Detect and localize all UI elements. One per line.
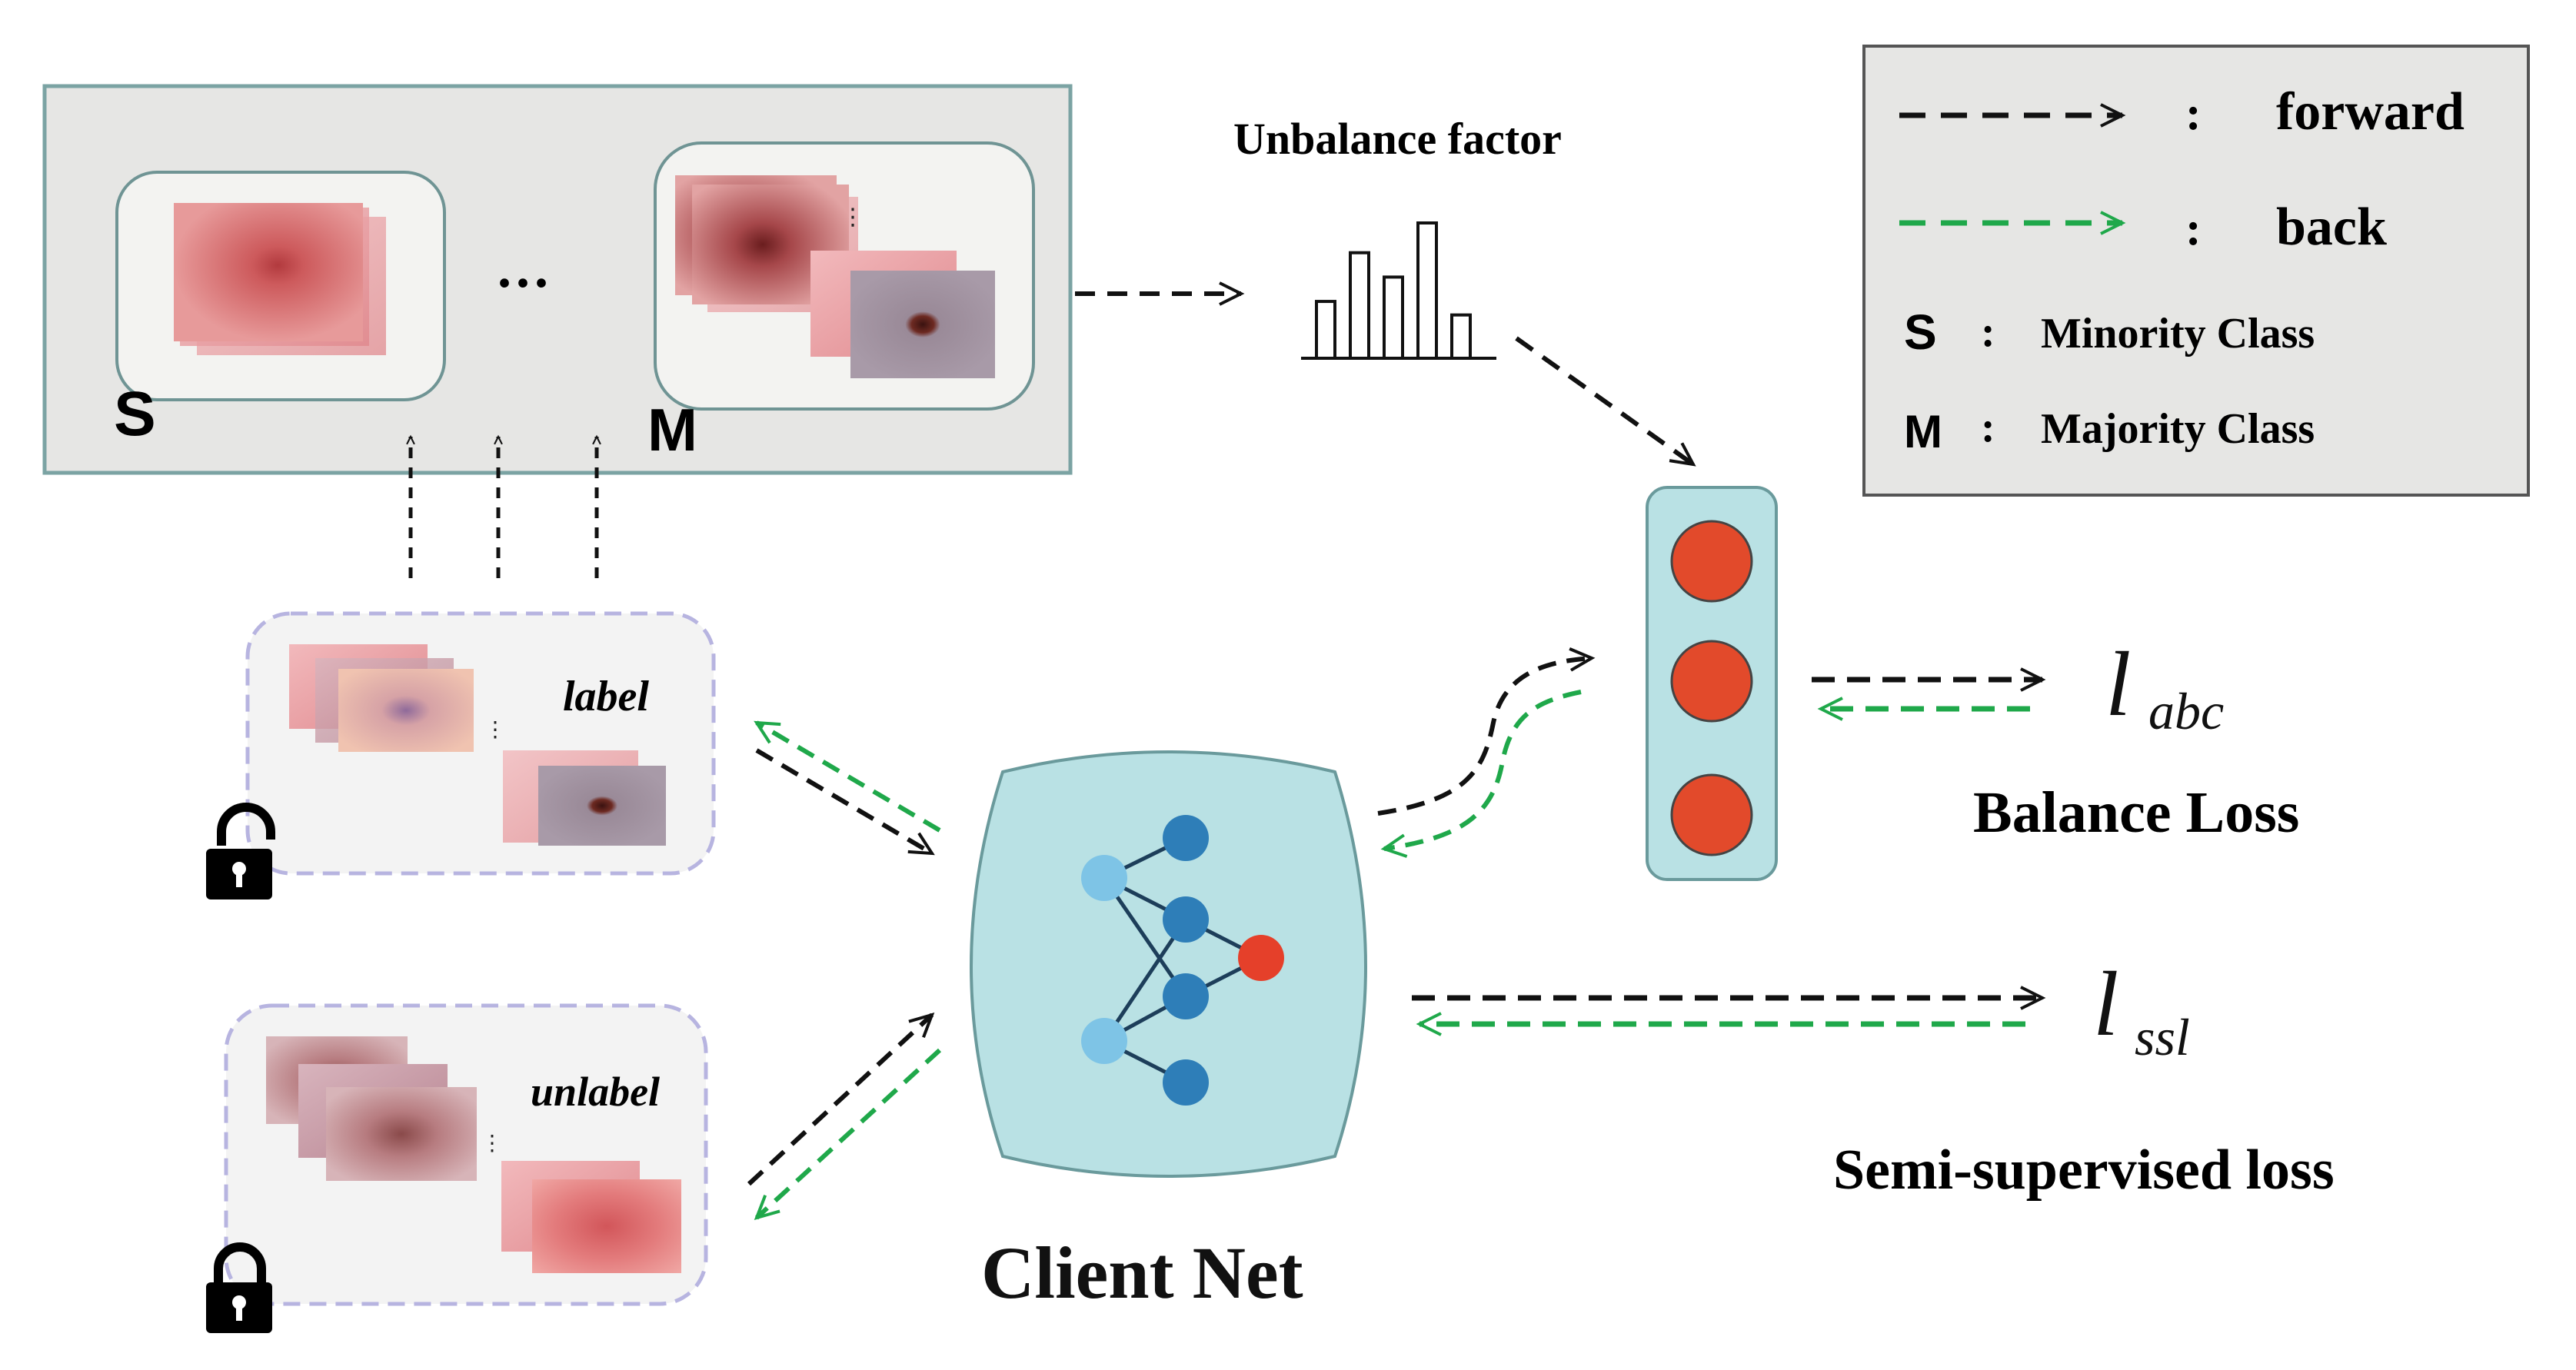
abc-module — [1646, 486, 1778, 881]
histogram-bar — [1315, 300, 1336, 360]
svg-text:⋮: ⋮ — [481, 1131, 503, 1155]
unlabeled-image-stack: ⋮ — [266, 1036, 681, 1273]
minority-image-stack — [174, 203, 386, 355]
svg-text:⋮: ⋮ — [484, 717, 506, 741]
legend-forward-colon: : — [2185, 88, 2202, 140]
abc-node-bottom — [1670, 773, 1753, 856]
legend-majority-colon: : — [1981, 404, 1995, 451]
majority-tag: M — [647, 396, 697, 464]
net-node-h1 — [1163, 815, 1209, 861]
client-net-body — [970, 750, 1367, 1178]
net-node-h4 — [1163, 1059, 1209, 1106]
net-to-abc-forward-arrow — [1377, 647, 1596, 816]
net-to-unlabeled-back-arrow — [754, 1048, 942, 1221]
locked-padlock-icon — [206, 1242, 272, 1333]
class-panel: S ··· ⋮ M — [42, 84, 1073, 475]
ssl-loss-subscript: ssl — [2135, 1008, 2190, 1066]
balance-loss-caption: Balance Loss — [1973, 780, 2299, 845]
legend-majority-label: Majority Class — [2041, 405, 2315, 453]
labeled-client: ⋮ label — [206, 611, 716, 899]
histogram-bar — [1450, 313, 1472, 360]
legend-back-label: back — [2276, 198, 2387, 257]
ssl-loss-symbol: l — [2093, 953, 2118, 1055]
ssl-loss-caption: Semi-supervised loss — [1833, 1139, 2335, 1202]
legend-minority-colon: : — [1981, 308, 1995, 356]
legend-minority-label: Minority Class — [2041, 310, 2315, 357]
majority-image-stack: ⋮ — [675, 175, 995, 378]
label-to-classes-arrows — [406, 434, 601, 578]
abc-to-net-back-arrow — [1380, 690, 1582, 858]
net-to-labeled-back-arrow — [754, 720, 941, 833]
minority-tag: S — [114, 379, 156, 449]
abc-node-top — [1670, 520, 1753, 603]
labeled-client-text: label — [563, 673, 649, 720]
histogram-bar — [1349, 251, 1370, 360]
net-node-in1 — [1081, 855, 1127, 901]
labeled-image-stack: ⋮ — [289, 644, 666, 846]
legend-frame — [1862, 45, 2530, 497]
unlabeled-client-text: unlabel — [531, 1069, 660, 1115]
net-edge — [1102, 918, 1188, 1042]
histogram-bar — [1416, 221, 1438, 360]
legend-minority-key: S — [1904, 304, 1937, 360]
classes-ellipsis: ··· — [495, 252, 551, 314]
histogram-to-abc-arrow — [1515, 336, 1696, 467]
unbalance-histogram — [1301, 221, 1496, 360]
legend-forward-label: forward — [2276, 82, 2465, 141]
histogram-bar — [1383, 275, 1404, 360]
net-node-in2 — [1081, 1018, 1127, 1064]
net-node-out — [1238, 935, 1284, 981]
abc-node-middle — [1670, 640, 1753, 723]
balance-loss-subscript: abc — [2148, 682, 2224, 740]
client-net-nodes — [1081, 815, 1284, 1106]
unlocked-padlock-icon — [206, 803, 275, 899]
legend-back-colon: : — [2185, 203, 2202, 255]
legend-majority-key: M — [1904, 406, 1942, 457]
client-net-caption: Client Net — [981, 1232, 1303, 1314]
net-edge — [1102, 876, 1188, 998]
unbalance-factor-title: Unbalance factor — [1233, 114, 1562, 164]
unlabeled-to-net-forward-arrow — [747, 1012, 935, 1186]
balance-loss-symbol: l — [2105, 633, 2131, 735]
svg-text:⋮: ⋮ — [841, 205, 864, 230]
legend: : forward : back S : Minority Class M : … — [1862, 45, 2530, 497]
labeled-to-net-forward-arrow — [755, 748, 935, 856]
unlabeled-client: ⋮ unlabel — [206, 1003, 708, 1333]
client-net: Client Net — [970, 750, 1367, 1314]
net-node-h3 — [1163, 973, 1209, 1019]
net-node-h2 — [1163, 896, 1209, 943]
